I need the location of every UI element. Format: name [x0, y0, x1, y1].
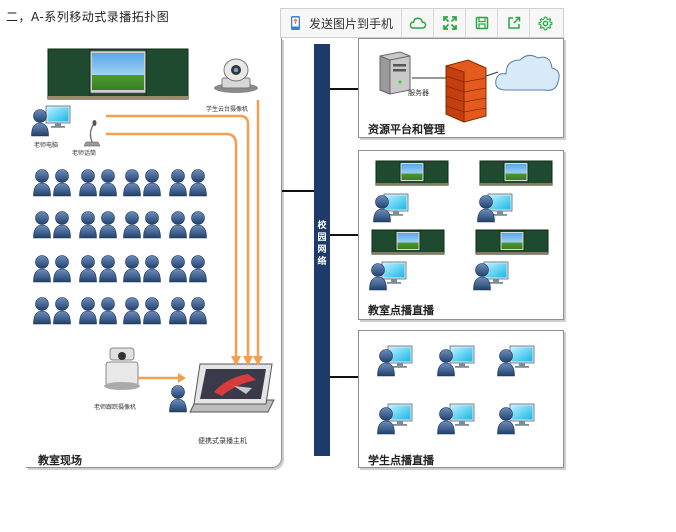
student-ptz-camera-icon: [214, 58, 258, 93]
portable-recorder-icon: [189, 363, 275, 413]
student-20: [99, 255, 117, 283]
phone-send-icon: [291, 16, 300, 30]
save-button[interactable]: [466, 9, 499, 37]
student-17: [33, 255, 51, 283]
student-16: [189, 211, 207, 239]
student-6: [143, 169, 161, 197]
image-toolbar: 发送图片到手机: [280, 8, 564, 38]
student-terminal-4: [377, 403, 413, 435]
student-2: [53, 169, 71, 197]
firewall-icon: [445, 59, 487, 123]
cloud-button[interactable]: [402, 9, 435, 37]
fullscreen-button[interactable]: [434, 9, 467, 37]
classroom-site-label: 教室现场: [38, 454, 82, 467]
student-terminal-1: [377, 345, 413, 377]
student-19: [79, 255, 97, 283]
classroom-unit-4: [473, 229, 549, 291]
settings-button[interactable]: [530, 9, 561, 37]
share-icon: [507, 16, 520, 29]
student-5: [123, 169, 141, 197]
student-10: [53, 211, 71, 239]
student-live-label: 学生点播直播: [368, 454, 434, 467]
classroom-unit-3: [369, 229, 445, 291]
student-25: [33, 297, 51, 325]
student-29: [123, 297, 141, 325]
server-label: 服务器: [408, 89, 429, 97]
resource-platform-diagram: [379, 51, 560, 123]
student-7: [169, 169, 187, 197]
student-27: [79, 297, 97, 325]
teacher-pc-icon: [31, 105, 71, 137]
connector-resource: [330, 88, 358, 90]
student-1: [33, 169, 51, 197]
connector-classroom: [330, 234, 358, 236]
student-22: [143, 255, 161, 283]
student-terminal-3: [497, 345, 535, 377]
page-title: 二，A-系列移动式录播拓扑图: [6, 10, 170, 24]
signal-lines: [106, 100, 260, 380]
send-to-phone-label: 发送图片到手机: [309, 16, 394, 31]
classroom-site-panel: [26, 38, 282, 468]
classroom-unit-1: [373, 160, 449, 223]
smart-blackboard: [47, 48, 189, 100]
student-13: [123, 211, 141, 239]
save-icon: [475, 16, 488, 30]
cloud-internet-icon: [495, 54, 560, 91]
classroom-live-diagram: [369, 160, 553, 291]
share-button[interactable]: [498, 9, 531, 37]
student-camera-label: 学生云台摄像机: [206, 106, 249, 113]
student-31: [169, 297, 187, 325]
student-24: [189, 255, 207, 283]
classroom-site-diagram: [31, 48, 275, 413]
teacher-tracking-camera-icon: [104, 347, 140, 390]
student-15: [169, 211, 187, 239]
student-21: [123, 255, 141, 283]
student-26: [53, 297, 71, 325]
student-23: [169, 255, 187, 283]
signal-arrowheads: [178, 356, 263, 383]
student-terminal-2: [437, 345, 475, 377]
student-18: [53, 255, 71, 283]
student-30: [143, 297, 161, 325]
student-audience: [33, 169, 207, 325]
classroom-live-label: 教室点播直播: [368, 304, 434, 317]
student-28: [99, 297, 117, 325]
student-3: [79, 169, 97, 197]
student-8: [189, 169, 207, 197]
connector-left: [282, 190, 314, 192]
campus-network-bus: [314, 44, 330, 456]
student-terminal-5: [437, 403, 475, 435]
recorder-operator-icon: [169, 385, 187, 413]
teacher-pc-label: 老师电脑: [34, 142, 59, 149]
student-11: [79, 211, 97, 239]
connector-student: [330, 376, 358, 378]
student-12: [99, 211, 117, 239]
teacher-mic-icon: [83, 120, 101, 147]
server-icon: [379, 51, 411, 95]
student-9: [33, 211, 51, 239]
student-4: [99, 169, 117, 197]
cloud-icon: [409, 17, 426, 29]
student-32: [189, 297, 207, 325]
resource-platform-label: 资源平台和管理: [368, 123, 445, 136]
campus-network-label: 校园网络: [317, 221, 327, 267]
student-terminal-6: [497, 403, 535, 435]
recorder-label: 便携式录播主机: [198, 437, 247, 445]
classroom-unit-2: [477, 160, 553, 223]
student-14: [143, 211, 161, 239]
teacher-mic-label: 老师话筒: [72, 150, 97, 157]
gear-icon: [538, 16, 553, 30]
expand-icon: [442, 16, 457, 30]
send-to-phone-button[interactable]: 发送图片到手机: [281, 9, 403, 37]
teacher-camera-label: 老师跟踪摄像机: [94, 404, 137, 411]
student-live-diagram: [377, 345, 535, 435]
